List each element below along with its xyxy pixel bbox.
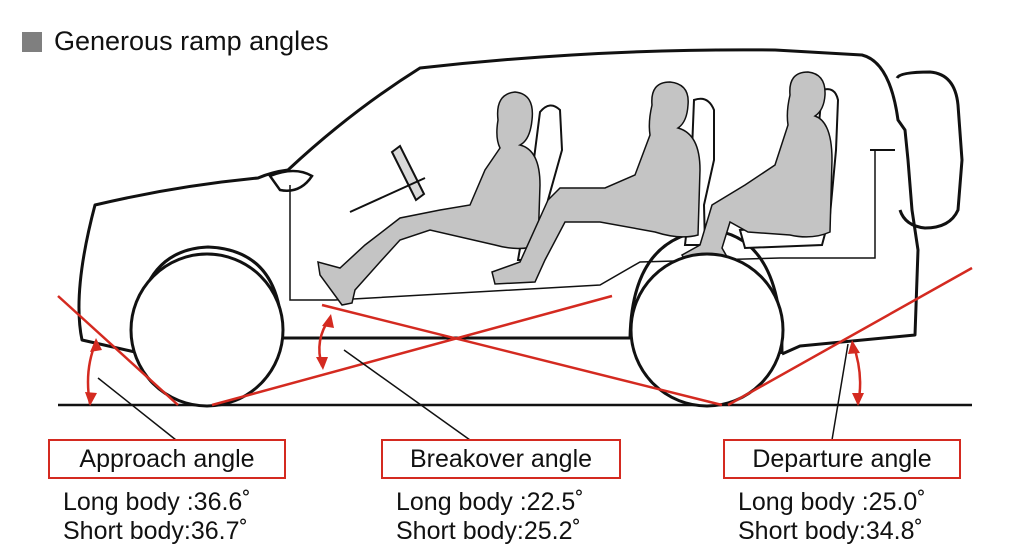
approach-specs: Long body :36.6˚ Short body:36.7˚ (63, 488, 251, 546)
title-text: Generous ramp angles (54, 26, 329, 56)
title-marker (22, 31, 42, 52)
departure-short-body: Short body:34.8˚ (738, 517, 923, 545)
breakover-line-rear (321, 303, 723, 407)
departure-arrow-up (848, 340, 860, 354)
breakover-angle-label: Breakover angle (381, 439, 621, 479)
interior-floor (289, 150, 876, 301)
approach-line (57, 295, 179, 406)
rear-passenger-figure (680, 71, 833, 266)
breakover-short-body: Short body:25.2˚ (396, 517, 581, 545)
approach-long-body: Long body :36.6˚ (63, 488, 251, 516)
approach-arrow-up (90, 338, 102, 352)
departure-specs: Long body :25.0˚ Short body:34.8˚ (738, 488, 926, 546)
approach-angle-label: Approach angle (48, 439, 286, 479)
approach-arrow-down (85, 392, 97, 406)
breakover-arrow-down (316, 357, 328, 370)
approach-short-body: Short body:36.7˚ (63, 517, 248, 545)
passenger-figure (491, 81, 701, 285)
rear-wheel (629, 252, 785, 408)
departure-line (727, 266, 973, 407)
approach-leader (97, 377, 177, 441)
headlight (268, 169, 314, 192)
steering-wheel (390, 144, 426, 202)
departure-leader (831, 343, 849, 441)
breakover-line-front (211, 294, 613, 407)
steering-column (349, 177, 426, 213)
departure-arrow-down (852, 393, 864, 406)
departure-angle-label: Departure angle (723, 439, 961, 479)
breakover-arrow-up (322, 314, 334, 328)
front-wheel (129, 252, 285, 408)
departure-long-body: Long body :25.0˚ (738, 488, 926, 516)
breakover-leader (343, 349, 471, 441)
figure-title: Generous ramp angles (22, 26, 329, 57)
driver-figure (317, 91, 541, 306)
spare-tire (895, 70, 964, 230)
breakover-specs: Long body :22.5˚ Short body:25.2˚ (396, 488, 584, 546)
breakover-long-body: Long body :22.5˚ (396, 488, 584, 516)
